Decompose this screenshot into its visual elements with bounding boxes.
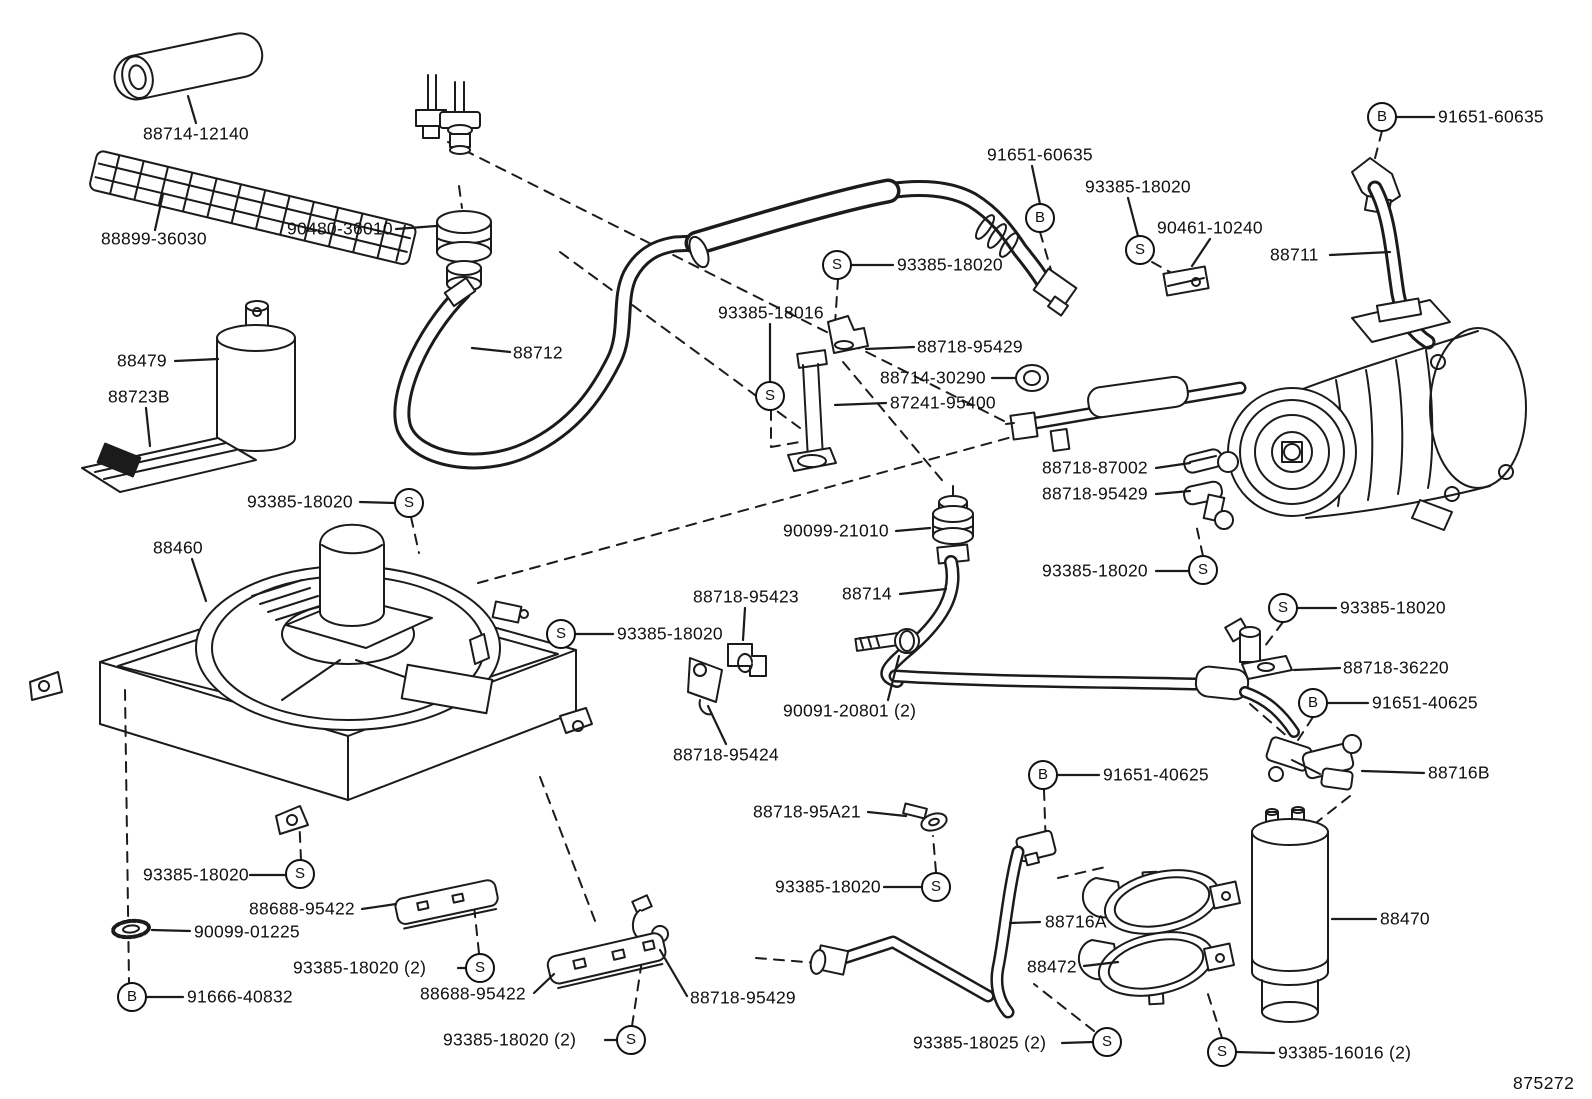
screw-marker: S bbox=[1207, 1037, 1237, 1067]
part-label: 87241-95400 bbox=[890, 392, 996, 413]
screw-marker: S bbox=[394, 488, 424, 518]
part-label: 91651-60635 bbox=[1438, 106, 1544, 127]
part-pipe-to-88716B bbox=[888, 665, 1300, 738]
part-label: 88714-12140 bbox=[143, 123, 249, 144]
part-plate-88723B bbox=[81, 437, 257, 493]
part-bracket-88718-95429-mid bbox=[827, 315, 869, 354]
part-clamp-90461-10240 bbox=[1162, 265, 1210, 297]
part-label: 90099-21010 bbox=[783, 520, 889, 541]
screw-marker: S bbox=[285, 859, 315, 889]
screw-marker: S bbox=[546, 619, 576, 649]
bolt-marker: B bbox=[117, 982, 147, 1012]
part-label: 93385-18020 (2) bbox=[293, 957, 427, 978]
part-fitting-studs bbox=[415, 74, 481, 155]
screw-marker: S bbox=[1188, 555, 1218, 585]
part-label: 88718-95429 bbox=[917, 336, 1023, 357]
part-label: 90461-10240 bbox=[1157, 217, 1263, 238]
part-pipe-88716A bbox=[809, 829, 1057, 1019]
part-label: 88899-36030 bbox=[101, 228, 207, 249]
diagram-number: 875272 bbox=[1513, 1073, 1575, 1093]
part-label: 93385-18020 bbox=[1340, 597, 1446, 618]
part-label: 93385-18020 bbox=[1085, 176, 1191, 197]
part-label: 93385-18016 bbox=[718, 302, 824, 323]
part-label: 88716B bbox=[1428, 762, 1490, 783]
part-label: 91651-40625 bbox=[1372, 692, 1478, 713]
part-terminal-88718-95A21 bbox=[902, 802, 948, 832]
part-clamps-88472 bbox=[1077, 869, 1242, 1006]
part-label: 93385-18020 bbox=[617, 623, 723, 644]
part-tube-88714-12140 bbox=[113, 32, 264, 101]
part-label: 88479 bbox=[117, 350, 167, 371]
part-label: 88688-95422 bbox=[249, 898, 355, 919]
part-label: 91651-60635 bbox=[987, 144, 1093, 165]
part-label: 93385-18020 bbox=[897, 254, 1003, 275]
part-label: 90091-20801 (2) bbox=[783, 700, 917, 721]
part-label: 91666-40832 bbox=[187, 986, 293, 1007]
part-clamp-88718-87002 bbox=[1183, 448, 1239, 474]
part-label: 88718-95424 bbox=[673, 744, 779, 765]
part-plate-88688-95422-lower bbox=[546, 932, 667, 990]
part-label: 88718-95429 bbox=[1042, 483, 1148, 504]
part-label: 93385-18020 bbox=[775, 876, 881, 897]
part-label: 88714 bbox=[842, 583, 892, 604]
part-bracket-88718-95424 bbox=[687, 657, 723, 716]
part-label: 88460 bbox=[153, 537, 203, 558]
part-label: 93385-18020 bbox=[1042, 560, 1148, 581]
part-washer-90099-01225 bbox=[111, 918, 151, 940]
bolt-marker: B bbox=[1367, 102, 1397, 132]
part-grommet-88714-30290 bbox=[1015, 364, 1049, 392]
part-label: 88718-36220 bbox=[1343, 657, 1449, 678]
part-label: 93385-16016 (2) bbox=[1278, 1042, 1412, 1063]
part-label: 88714-30290 bbox=[880, 367, 986, 388]
part-label: 88472 bbox=[1027, 956, 1077, 977]
part-label: 90099-01225 bbox=[194, 921, 300, 942]
bolt-marker: B bbox=[1025, 203, 1055, 233]
part-fitting-88716B bbox=[1265, 734, 1362, 791]
part-connector-90099-21010 bbox=[932, 485, 974, 545]
part-pipe-87241-95400 bbox=[787, 349, 837, 472]
bolt-marker: B bbox=[1028, 760, 1058, 790]
part-label: 93385-18020 bbox=[247, 491, 353, 512]
screw-marker: S bbox=[616, 1025, 646, 1055]
part-hose-88712 bbox=[393, 178, 1078, 470]
part-label: 93385-18020 bbox=[143, 864, 249, 885]
screw-marker: S bbox=[1092, 1027, 1122, 1057]
part-label: 88711 bbox=[1270, 244, 1319, 265]
screw-marker: S bbox=[921, 872, 951, 902]
part-canister-88479 bbox=[216, 300, 296, 452]
part-compressor bbox=[1227, 297, 1527, 531]
part-label: 93385-18020 (2) bbox=[443, 1029, 577, 1050]
part-label: 93385-18025 (2) bbox=[913, 1032, 1047, 1053]
part-label: 88712 bbox=[513, 342, 563, 363]
part-elbow-88718-36220 bbox=[1224, 617, 1293, 680]
part-hose-88714 bbox=[880, 543, 970, 688]
part-hose-88711 bbox=[1005, 157, 1436, 453]
leader-lines bbox=[144, 94, 1436, 1055]
part-clamp-88718-95429-right bbox=[1183, 480, 1234, 530]
part-condenser-88460 bbox=[29, 523, 593, 835]
part-plate-88688-95422-upper bbox=[394, 879, 499, 930]
part-drier-88470 bbox=[1251, 806, 1329, 1023]
part-label: 88716A bbox=[1045, 911, 1107, 932]
screw-marker: S bbox=[822, 250, 852, 280]
part-bolt-90091-20801 bbox=[854, 628, 920, 654]
screw-marker: S bbox=[465, 953, 495, 983]
part-label: 88718-87002 bbox=[1042, 457, 1148, 478]
screw-marker: S bbox=[1268, 593, 1298, 623]
part-label: 91651-40625 bbox=[1103, 764, 1209, 785]
part-label: 88718-95A21 bbox=[753, 801, 861, 822]
screw-marker: S bbox=[755, 381, 785, 411]
part-mesh-88899-36030 bbox=[89, 150, 417, 266]
part-label: 88718-95423 bbox=[693, 586, 799, 607]
part-label: 88723B bbox=[108, 386, 170, 407]
part-label: 88688-95422 bbox=[420, 983, 526, 1004]
part-label: 90480-36010 bbox=[287, 218, 393, 239]
part-label: 88718-95429 bbox=[690, 987, 796, 1008]
part-label: 88470 bbox=[1380, 908, 1430, 929]
bolt-marker: B bbox=[1298, 688, 1328, 718]
screw-marker: S bbox=[1125, 235, 1155, 265]
part-bracket-88718-95423 bbox=[727, 643, 767, 677]
